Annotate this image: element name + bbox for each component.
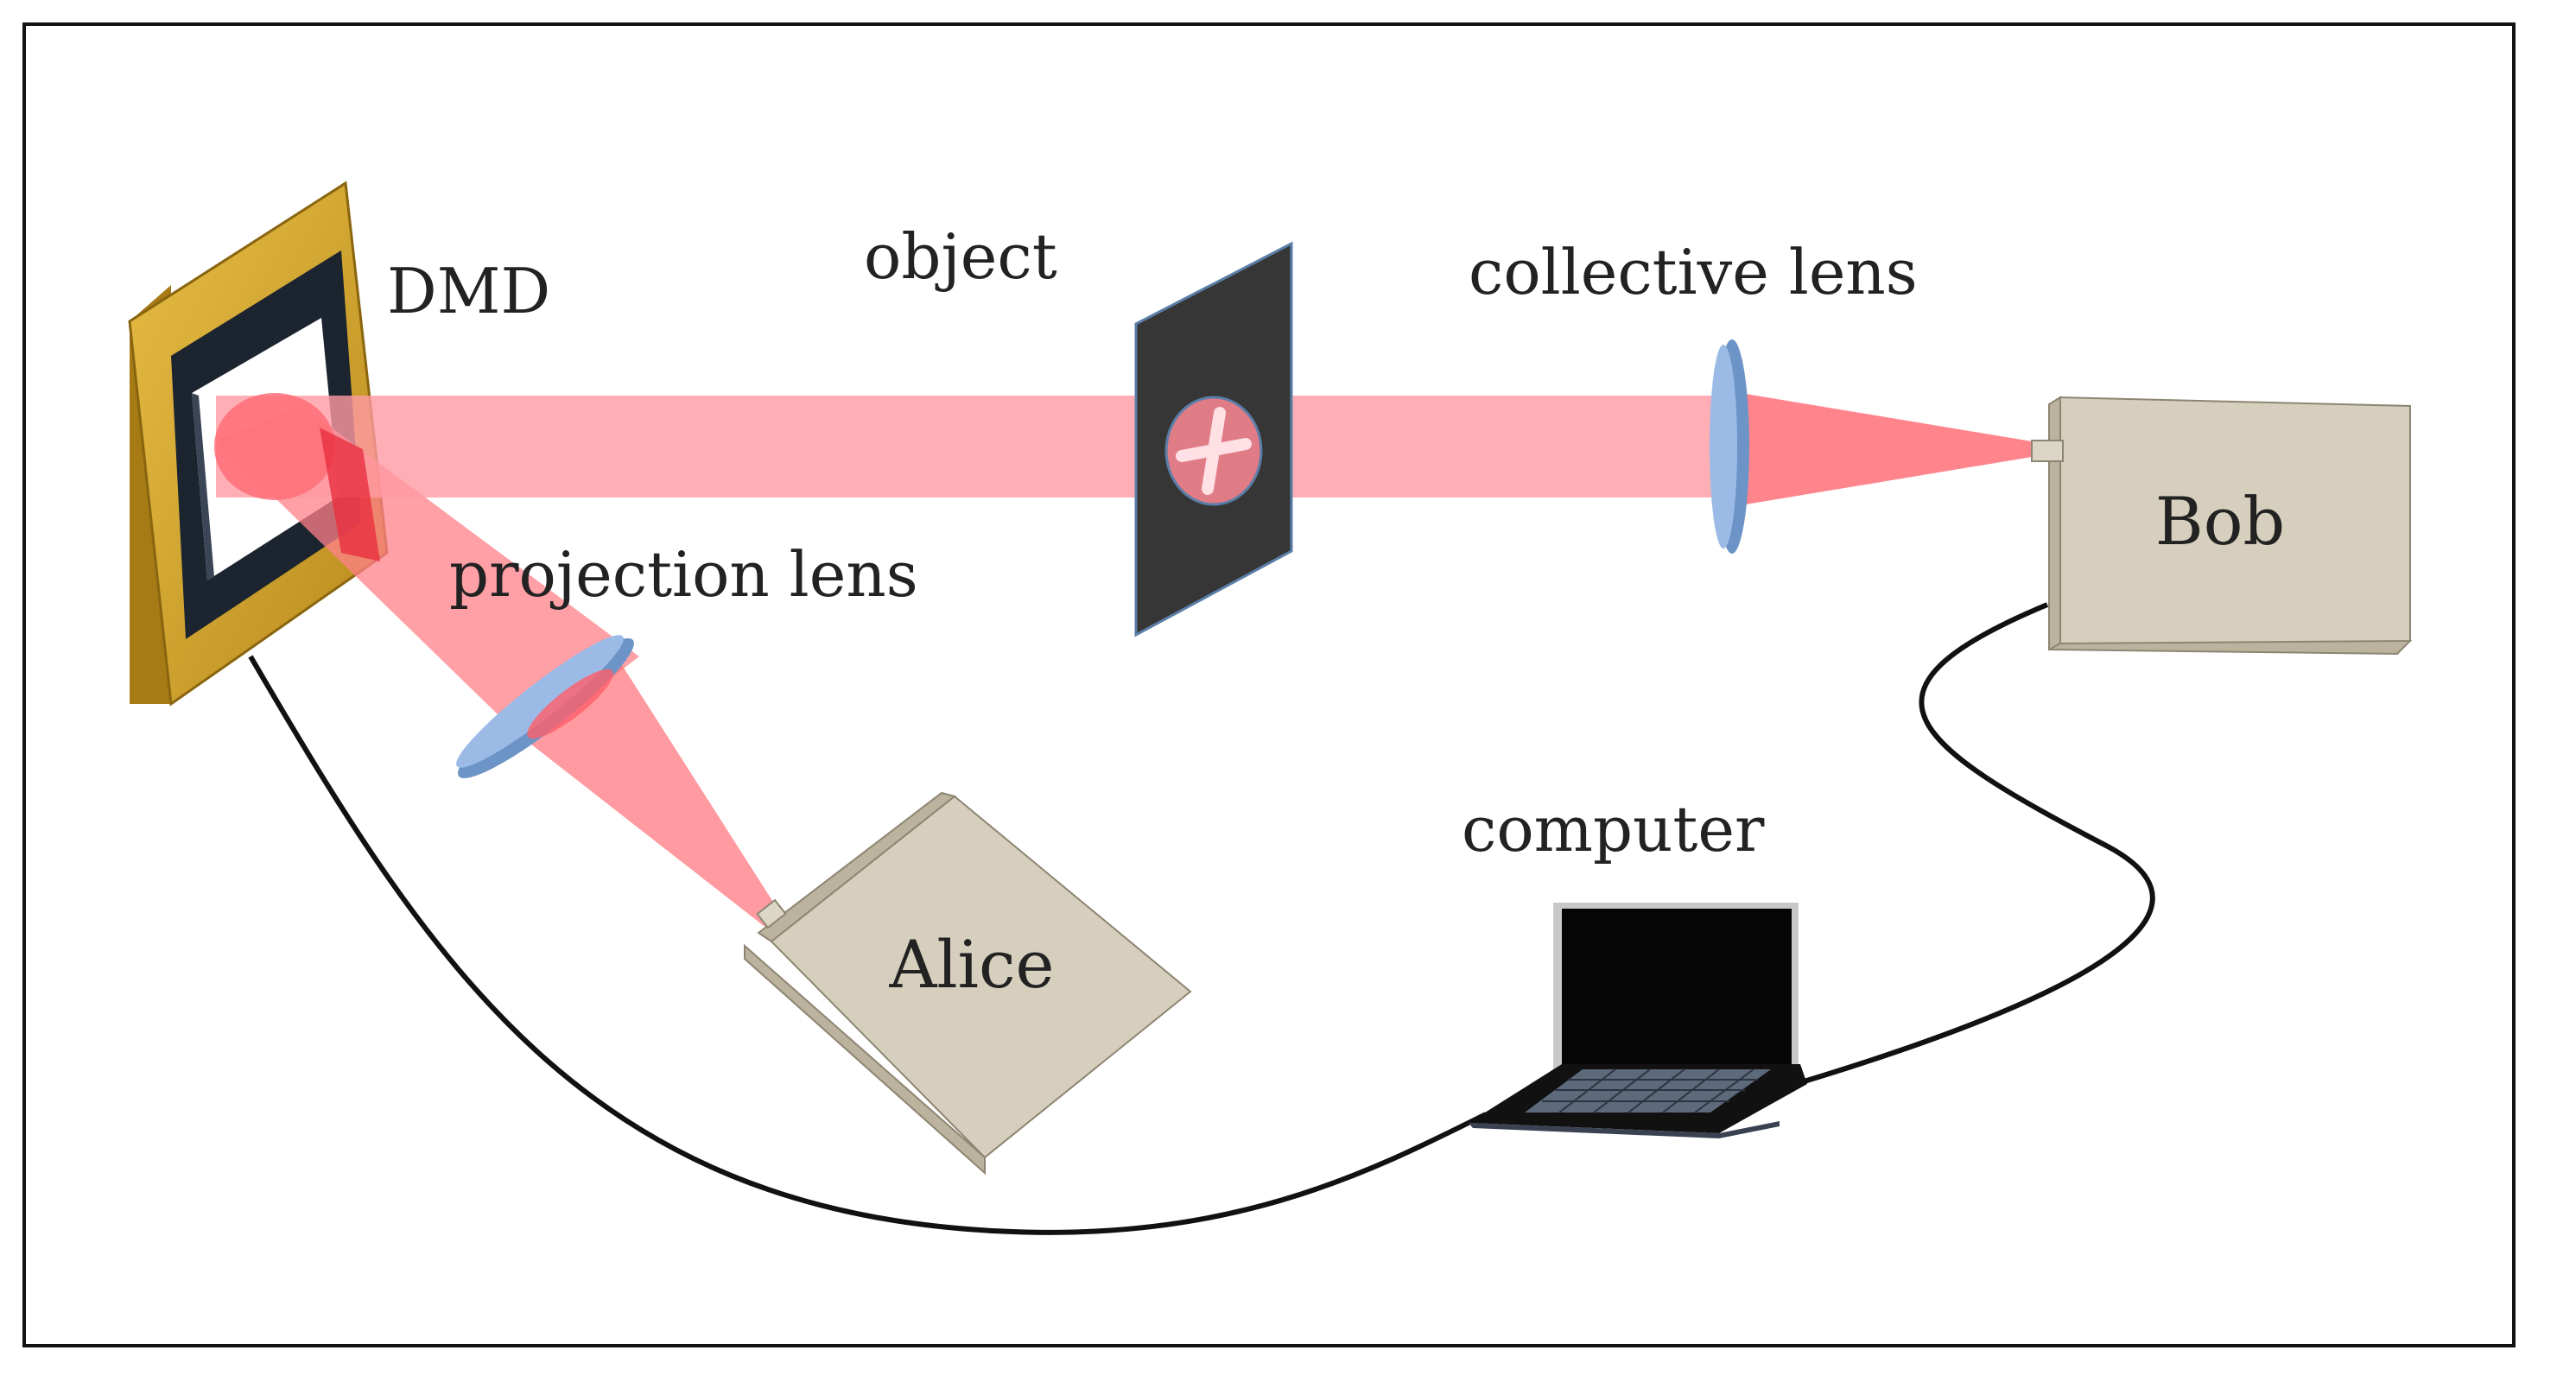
bob-input-port bbox=[2031, 440, 2064, 462]
dmd-label: DMD bbox=[387, 255, 550, 327]
alice-input-port bbox=[756, 898, 787, 929]
dmd-mirror-edge bbox=[192, 393, 214, 580]
laptop-base-edge bbox=[1469, 1121, 1780, 1138]
cross-icon bbox=[1176, 407, 1252, 495]
beam-cone-to-alice bbox=[518, 665, 782, 929]
collective-lens-label: collective lens bbox=[1469, 236, 1918, 308]
bob-label: Bob bbox=[2155, 483, 2285, 560]
collective-lens-face bbox=[1710, 345, 1737, 548]
beam-dmd-to-object bbox=[216, 396, 1741, 498]
projection-lens bbox=[456, 635, 634, 779]
alice-box-face bbox=[770, 795, 1192, 1159]
figure-border bbox=[22, 22, 2516, 1347]
cable-computer-bob bbox=[1774, 602, 2155, 1093]
beam-dmd-core bbox=[320, 428, 380, 561]
alice-detector: Alice bbox=[744, 791, 1192, 1176]
computer-label: computer bbox=[1462, 793, 1765, 865]
beam-cone-to-bob bbox=[1741, 393, 2037, 505]
laptop-icon bbox=[1469, 903, 1807, 1138]
cable-dmd-computer bbox=[248, 655, 1488, 1235]
laptop-screen bbox=[1562, 909, 1792, 1064]
bob-box-side bbox=[2048, 396, 2061, 651]
alice-box-side bbox=[744, 943, 986, 1176]
collective-lens bbox=[1710, 339, 1749, 554]
projection-lens-face bbox=[456, 635, 624, 768]
beam-spot-on-dmd bbox=[214, 393, 335, 500]
bob-detector: Bob bbox=[2031, 396, 2413, 656]
laptop-key-grid bbox=[1542, 1068, 1758, 1113]
object-label: object bbox=[864, 220, 1057, 293]
projection-lens-beam-spot bbox=[527, 669, 613, 739]
object-plate bbox=[1134, 241, 1293, 637]
alice-label: Alice bbox=[888, 926, 1054, 1003]
projection-lens-label: projection lens bbox=[449, 538, 918, 611]
beam-to-bob bbox=[214, 393, 2037, 561]
bob-box-face bbox=[2059, 396, 2411, 645]
